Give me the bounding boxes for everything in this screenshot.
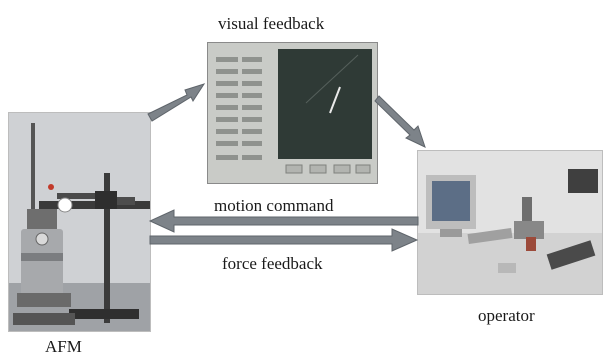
operator-photo (417, 150, 603, 295)
operator-label: operator (478, 306, 535, 325)
arrow-force-feedback (149, 228, 419, 252)
arrow-motion-command (148, 209, 419, 233)
visual-feedback-label: visual feedback (218, 14, 325, 33)
afm-drawing (9, 113, 150, 331)
afm-label: AFM (45, 337, 82, 356)
arrow-afm-to-visual-feedback (147, 83, 206, 122)
force-feedback-label: force feedback (222, 254, 323, 273)
arrow-visual-feedback-to-operator (374, 95, 426, 148)
visual-feedback-window (207, 42, 378, 184)
afm-photo (8, 112, 151, 332)
visual-feedback-drawing (208, 43, 377, 183)
motion-command-label: motion command (214, 196, 334, 215)
operator-drawing (418, 151, 602, 294)
